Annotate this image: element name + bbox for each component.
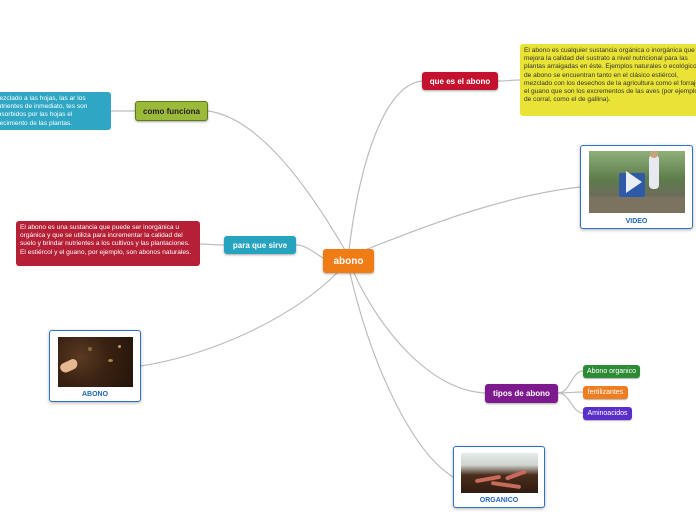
subtopic-fertilizantes[interactable]: fertilizantes [583, 386, 628, 399]
worms-photo [461, 453, 538, 493]
organico-image-card[interactable]: ORGANICO [453, 446, 545, 508]
central-topic[interactable]: abono [323, 249, 374, 273]
link-como-funciona [207, 110, 346, 251]
link-que-note [497, 79, 521, 82]
para-que-sirve-note: El abono es una sustancia que puede ser … [16, 221, 200, 266]
link-leaf-1 [557, 370, 584, 394]
topic-que-es-el-abono[interactable]: que es el abono [422, 72, 498, 90]
video-caption: VIDEO [625, 218, 648, 225]
video-thumbnail [589, 151, 685, 213]
link-para-note [199, 243, 225, 246]
video-card[interactable]: VIDEO [580, 145, 693, 229]
link-tipos [353, 272, 486, 394]
link-que-es [348, 80, 423, 251]
topic-tipos-de-abono[interactable]: tipos de abono [485, 384, 558, 403]
link-leaf-3 [557, 392, 584, 414]
link-para-que-sirve [295, 244, 324, 259]
subtopic-abono-organico[interactable]: Abono organico [583, 365, 640, 378]
abono-image-card[interactable]: ABONO [49, 330, 141, 402]
link-abono-card [140, 271, 339, 367]
abono-caption: ABONO [81, 391, 109, 398]
como-funciona-note: mezclado a las hojas, las ar los nutrien… [0, 92, 111, 130]
subtopic-aminoacidos[interactable]: Aminoacidos [583, 407, 632, 420]
compost-photo [58, 337, 133, 387]
play-icon[interactable] [626, 171, 642, 193]
topic-para-que-sirve[interactable]: para que sirve [224, 236, 296, 254]
organico-caption: ORGANICO [479, 497, 519, 504]
que-es-note: El abono es cualquier sustancia orgánica… [520, 44, 696, 116]
link-video [364, 186, 581, 251]
hand-icon [58, 357, 80, 375]
link-organico [349, 272, 454, 478]
topic-como-funciona[interactable]: como funciona [135, 101, 208, 121]
